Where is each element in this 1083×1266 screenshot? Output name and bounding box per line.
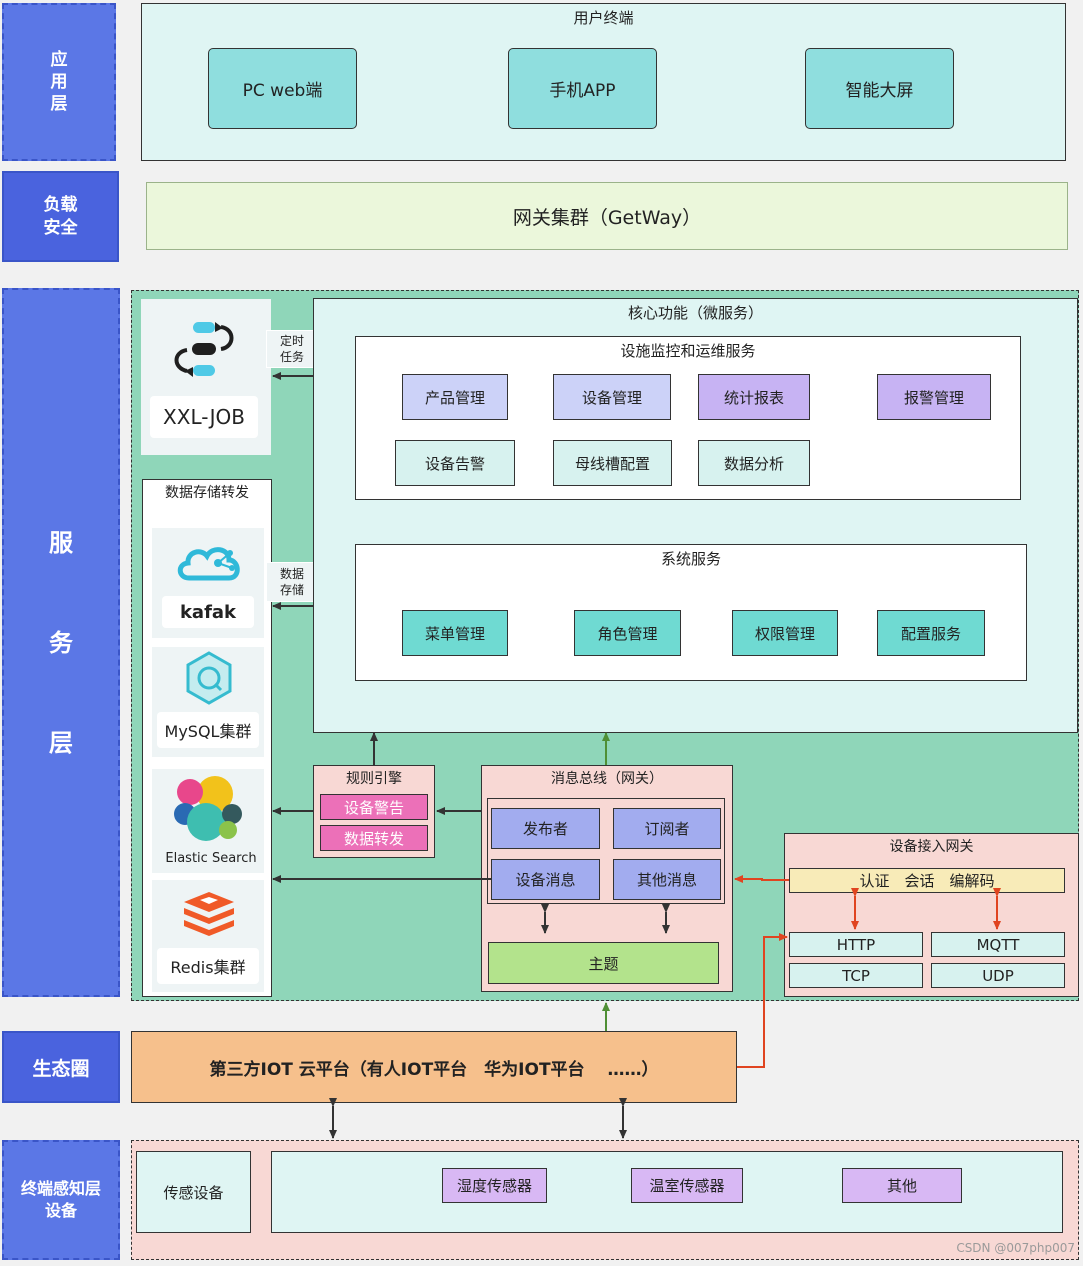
third-party-iot-platform[interactable]: 第三方IOT 云平台（有人IOT平台 华为IOT平台 ……）: [131, 1031, 737, 1103]
humidity-sensor-item[interactable]: 湿度传感器: [442, 1168, 547, 1203]
other-message-item[interactable]: 其他消息: [613, 859, 721, 900]
layer-label-app: 应用层: [2, 3, 116, 161]
kafka-label: kafak: [162, 596, 254, 628]
redis-label: Redis集群: [157, 948, 259, 984]
system-service-title: 系统服务: [660, 550, 721, 568]
storage-title: 数据存储转发: [165, 485, 249, 501]
protocol-mqtt[interactable]: MQTT: [931, 932, 1065, 957]
app-big-screen[interactable]: 智能大屏: [805, 48, 954, 129]
auth-session-codec-bar[interactable]: 认证 会话 编解码: [789, 868, 1065, 893]
app-pc-web[interactable]: PC web端: [208, 48, 357, 129]
device-management-item[interactable]: 设备管理: [553, 374, 671, 420]
permission-management-item[interactable]: 权限管理: [732, 610, 838, 656]
mysql-hex-icon: [186, 651, 232, 705]
data-storage-edge-label: 数据 存储: [266, 562, 318, 602]
elastic-label: Elastic Search: [165, 850, 257, 866]
app-layer-title: 用户终端: [573, 9, 634, 27]
layer-label-terminal: 终端感知层设备: [2, 1140, 120, 1260]
scheduled-task-edge-label: 定时 任务: [266, 330, 318, 368]
greenhouse-sensor-item[interactable]: 温室传感器: [631, 1168, 743, 1203]
publisher-item[interactable]: 发布者: [491, 808, 600, 849]
other-sensor-item[interactable]: 其他: [842, 1168, 962, 1203]
device-gateway-title: 设备接入网关: [889, 839, 974, 855]
rule-engine-title: 规则引擎: [346, 771, 402, 787]
busway-config-item[interactable]: 母线槽配置: [553, 440, 672, 486]
topic-item[interactable]: 主题: [488, 942, 719, 984]
data-forward-item[interactable]: 数据转发: [320, 825, 428, 851]
statistics-report-item[interactable]: 统计报表: [698, 374, 810, 420]
xxl-job-label: XXL-JOB: [150, 396, 258, 438]
layer-label-ecosystem: 生态圈: [2, 1031, 120, 1103]
monitor-service-title: 设施监控和运维服务: [620, 342, 756, 360]
message-bus-title: 消息总线（网关）: [551, 771, 663, 787]
menu-management-item[interactable]: 菜单管理: [402, 610, 508, 656]
device-warning-item[interactable]: 设备警告: [320, 794, 428, 820]
gateway-cluster[interactable]: 网关集群（GetWay）: [146, 182, 1068, 250]
watermark-text: CSDN @007php007: [956, 1241, 1075, 1255]
elastic-search-logo-icon: [174, 776, 242, 841]
redis-stack-icon: [184, 892, 234, 936]
xxl-job-logo-icon: [174, 322, 234, 377]
app-mobile[interactable]: 手机APP: [508, 48, 657, 129]
protocol-udp[interactable]: UDP: [931, 963, 1065, 988]
core-functions-title: 核心功能（微服务）: [627, 304, 763, 322]
sensor-device-box[interactable]: 传感设备: [136, 1151, 251, 1233]
layer-label-service: 服务层: [2, 288, 120, 997]
role-management-item[interactable]: 角色管理: [574, 610, 681, 656]
layer-label-load-security: 负载安全: [2, 171, 119, 262]
mysql-label: MySQL集群: [157, 712, 259, 748]
subscriber-item[interactable]: 订阅者: [613, 808, 721, 849]
product-management-item[interactable]: 产品管理: [402, 374, 508, 420]
device-message-item[interactable]: 设备消息: [491, 859, 600, 900]
device-alert-item[interactable]: 设备告警: [395, 440, 515, 486]
protocol-http[interactable]: HTTP: [789, 932, 923, 957]
config-service-item[interactable]: 配置服务: [877, 610, 985, 656]
data-analysis-item[interactable]: 数据分析: [698, 440, 810, 486]
kafka-cloud-icon: [177, 547, 240, 581]
protocol-tcp[interactable]: TCP: [789, 963, 923, 988]
alarm-management-item[interactable]: 报警管理: [877, 374, 991, 420]
